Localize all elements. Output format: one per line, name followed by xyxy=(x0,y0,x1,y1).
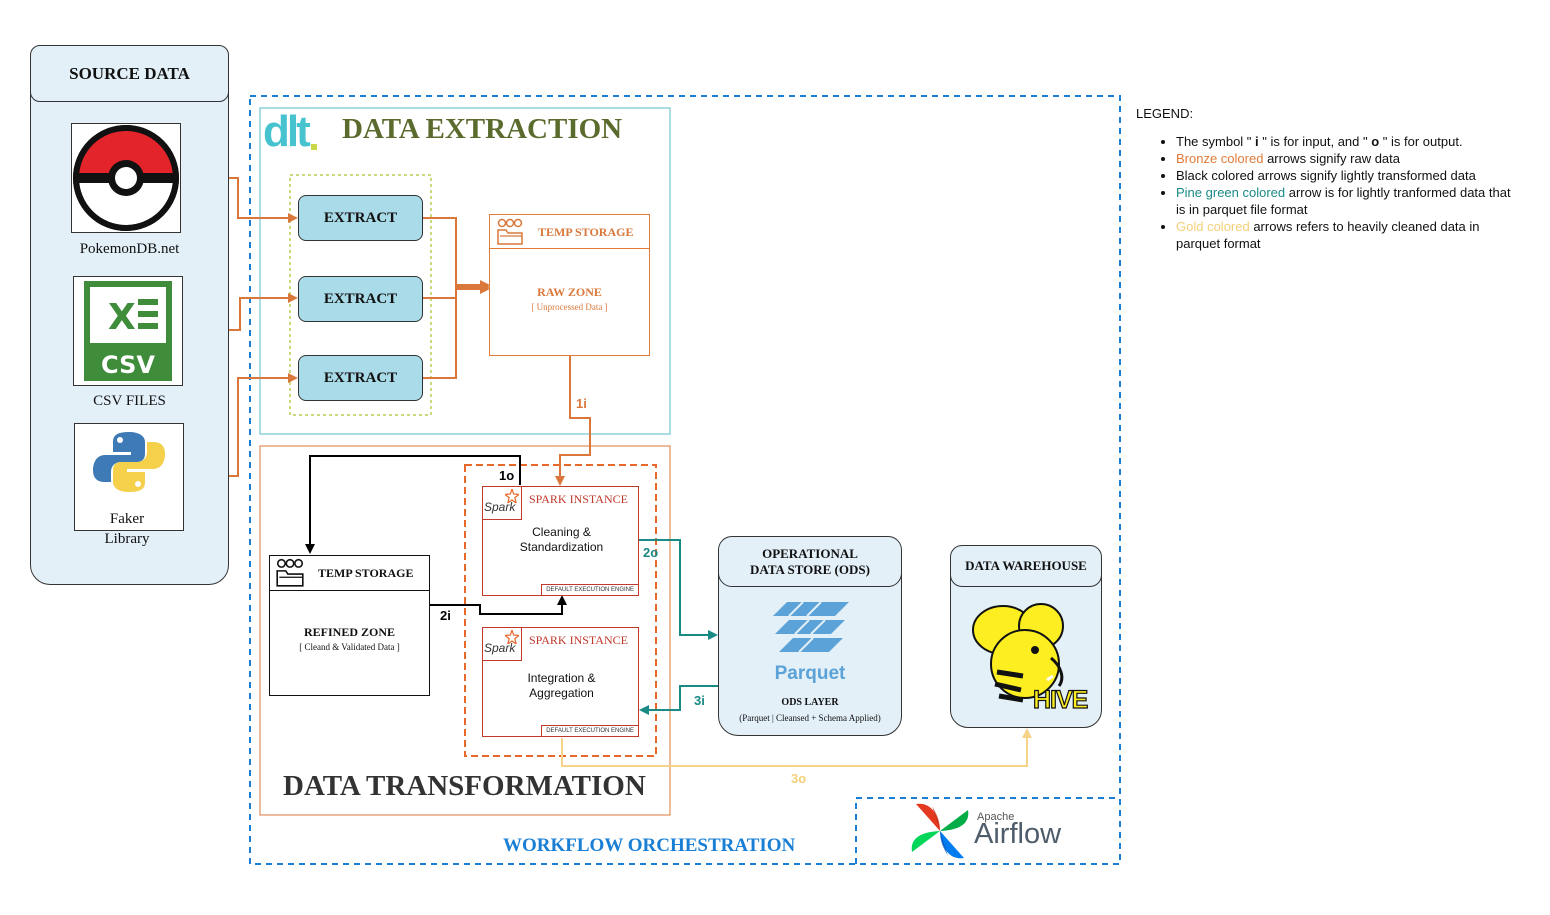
extraction-border xyxy=(259,107,671,435)
spark-star-icon xyxy=(505,630,519,644)
legend-item-text: Bronze colored xyxy=(1176,151,1264,166)
arrow-extract1-raw xyxy=(423,217,490,290)
arrow-spark1-refined xyxy=(305,455,521,554)
legend-item-text: " is for output. xyxy=(1379,134,1463,149)
flow-label-3o: 3o xyxy=(791,771,807,786)
spark-group-border xyxy=(464,464,657,757)
legend: LEGEND: The symbol " i " is for input, a… xyxy=(1136,106,1516,252)
dlt-logo-dot xyxy=(311,144,317,150)
extract-box-3: EXTRACT xyxy=(298,355,423,401)
arrow-spark2-warehouse xyxy=(561,728,1032,767)
ods-layer-label: ODS LAYER xyxy=(781,697,839,708)
extraction-title: DATA EXTRACTION xyxy=(342,113,623,145)
faker-source-label: Faker Library xyxy=(104,511,150,547)
spark-instance-body: Integration & Aggregation xyxy=(527,671,596,700)
svg-text:X: X xyxy=(108,297,136,338)
legend-item-text: Gold colored xyxy=(1176,219,1250,234)
legend-list: The symbol " i " is for input, and " o "… xyxy=(1136,133,1516,252)
airflow-logo-small: Apache xyxy=(977,811,1015,823)
svg-text:CSV: CSV xyxy=(101,351,155,379)
transformation-border xyxy=(259,445,671,816)
dlt-logo: dlt xyxy=(263,107,311,156)
transformation-title: DATA TRANSFORMATION xyxy=(283,770,646,802)
airflow-pinwheel-icon xyxy=(911,803,969,859)
pokemon-source-label: PokemonDB.net xyxy=(79,241,180,257)
refined-zone-storage: TEMP STORAGE REFINED ZONE [ Cleand & Val… xyxy=(269,555,430,696)
flow-label-1i: 1i xyxy=(576,396,587,411)
spark-logo-text: Spark xyxy=(484,641,516,655)
legend-item-text: " is for input, and " xyxy=(1258,134,1372,149)
legend-item: The symbol " i " is for input, and " o "… xyxy=(1176,133,1516,150)
arrow-extract3-raw xyxy=(423,284,490,379)
spark-instance-integration: Spark SPARK INSTANCE Integration & Aggre… xyxy=(482,627,639,737)
raw-zone-title: TEMP STORAGE xyxy=(538,225,634,239)
folder-settings-icon xyxy=(276,558,304,587)
warehouse-title: DATA WAREHOUSE xyxy=(950,545,1102,587)
airflow-boundary xyxy=(855,797,1120,864)
spark-instance-body: Cleaning & Standardization xyxy=(519,525,604,554)
ods-layer-desc: (Parquet | Cleansed + Schema Applied) xyxy=(739,713,881,723)
legend-title: LEGEND: xyxy=(1136,106,1194,121)
spark-instance-title: SPARK INSTANCE xyxy=(529,633,628,647)
raw-zone-header: TEMP STORAGE xyxy=(490,215,649,249)
legend-item: Bronze colored arrows signify raw data xyxy=(1176,150,1516,167)
spark-engine-tag: DEFAULT EXECUTION ENGINE xyxy=(541,584,638,595)
orchestration-title: WORKFLOW ORCHESTRATION xyxy=(503,835,796,856)
flow-label-3i: 3i xyxy=(694,693,705,708)
spark-logo: Spark xyxy=(483,487,522,520)
pokeball-icon xyxy=(73,125,179,231)
legend-item: Pine green colored arrow is for lightly … xyxy=(1176,184,1516,218)
csv-source-label: CSV FILES xyxy=(93,393,166,409)
legend-item-text: i xyxy=(1255,134,1259,149)
pokemon-source-card xyxy=(71,123,181,233)
refined-zone-header: TEMP STORAGE xyxy=(270,556,429,591)
source-data-title: SOURCE DATA xyxy=(30,45,229,102)
extract-box-2: EXTRACT xyxy=(298,276,423,322)
legend-item-text: o xyxy=(1371,134,1380,149)
raw-zone-storage: TEMP STORAGE RAW ZONE [ Unprocessed Data… xyxy=(489,214,650,356)
hive-logo-icon xyxy=(972,603,1064,703)
flow-label-2i: 2i xyxy=(440,608,451,623)
python-icon xyxy=(93,432,165,492)
orchestration-boundary xyxy=(249,95,1121,865)
folder-settings-icon xyxy=(497,218,523,245)
extract-box-1: EXTRACT xyxy=(298,195,423,241)
legend-item-text: arrows signify raw data xyxy=(1263,151,1401,166)
flow-label-2o: 2o xyxy=(643,545,659,560)
raw-zone-desc: [ Unprocessed Data ] xyxy=(531,302,608,312)
legend-item-text: The symbol " xyxy=(1176,134,1256,149)
ods-title: OPERATIONAL DATA STORE (ODS) xyxy=(718,536,902,587)
spark-engine-tag: DEFAULT EXECUTION ENGINE xyxy=(541,725,638,736)
refined-zone-title: TEMP STORAGE xyxy=(318,566,414,580)
refined-zone-label: REFINED ZONE xyxy=(303,625,395,639)
flow-label-1o: 1o xyxy=(499,468,515,483)
legend-item-text: Pine green colored xyxy=(1176,185,1286,200)
spark-logo-text: Spark xyxy=(484,500,516,514)
refined-zone-desc: [ Cleand & Validated Data ] xyxy=(299,642,400,652)
parquet-logo-text: Parquet xyxy=(774,663,846,684)
hive-logo-text: HIVE xyxy=(1032,685,1089,714)
legend-item: Gold colored arrows refers to heavily cl… xyxy=(1176,218,1516,252)
legend-item-text: Black colored arrows signify lightly tra… xyxy=(1176,168,1476,183)
faker-source-card xyxy=(74,423,184,531)
spark-instance-title: SPARK INSTANCE xyxy=(529,492,628,506)
arrow-refined-spark1 xyxy=(430,595,567,615)
parquet-logo-icon xyxy=(773,602,849,653)
legend-item-text: arrow is for lightly tranformed data tha… xyxy=(1176,185,1511,217)
legend-item: Black colored arrows signify lightly tra… xyxy=(1176,167,1516,184)
arrow-raw-spark1 xyxy=(555,356,591,486)
csv-source-card: X CSV xyxy=(73,276,183,386)
arrow-spark1-ods xyxy=(639,539,718,640)
spark-instance-cleaning: Spark SPARK INSTANCE Cleaning & Standard… xyxy=(482,486,639,596)
csv-file-icon: X CSV xyxy=(84,281,172,381)
raw-zone-label: RAW ZONE xyxy=(537,285,602,299)
airflow-logo-text: Airflow xyxy=(974,818,1062,850)
legend-item-text: arrows refers to heavily cleaned data in… xyxy=(1176,219,1480,251)
spark-logo: Spark xyxy=(483,628,522,661)
spark-star-icon xyxy=(505,489,519,503)
arrow-ods-spark2 xyxy=(639,685,718,715)
